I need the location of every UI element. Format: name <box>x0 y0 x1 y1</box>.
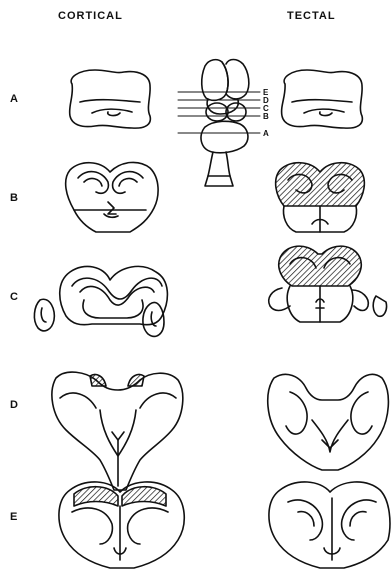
key-brain-diagram <box>201 60 249 187</box>
cortical-section-e <box>59 482 184 568</box>
cortical-section-a <box>70 70 151 128</box>
key-level-lines <box>178 92 260 133</box>
key-level-label-b: B <box>263 112 269 121</box>
tectal-section-e <box>269 482 390 568</box>
tectal-section-a <box>282 70 363 128</box>
key-level-label-a: A <box>263 129 269 138</box>
tectal-section-c <box>269 246 387 322</box>
tectal-section-b <box>276 163 365 232</box>
tectal-section-d <box>268 374 389 470</box>
cortical-section-c <box>34 266 167 336</box>
cortical-section-d <box>52 372 183 490</box>
cortical-section-b <box>66 162 158 232</box>
